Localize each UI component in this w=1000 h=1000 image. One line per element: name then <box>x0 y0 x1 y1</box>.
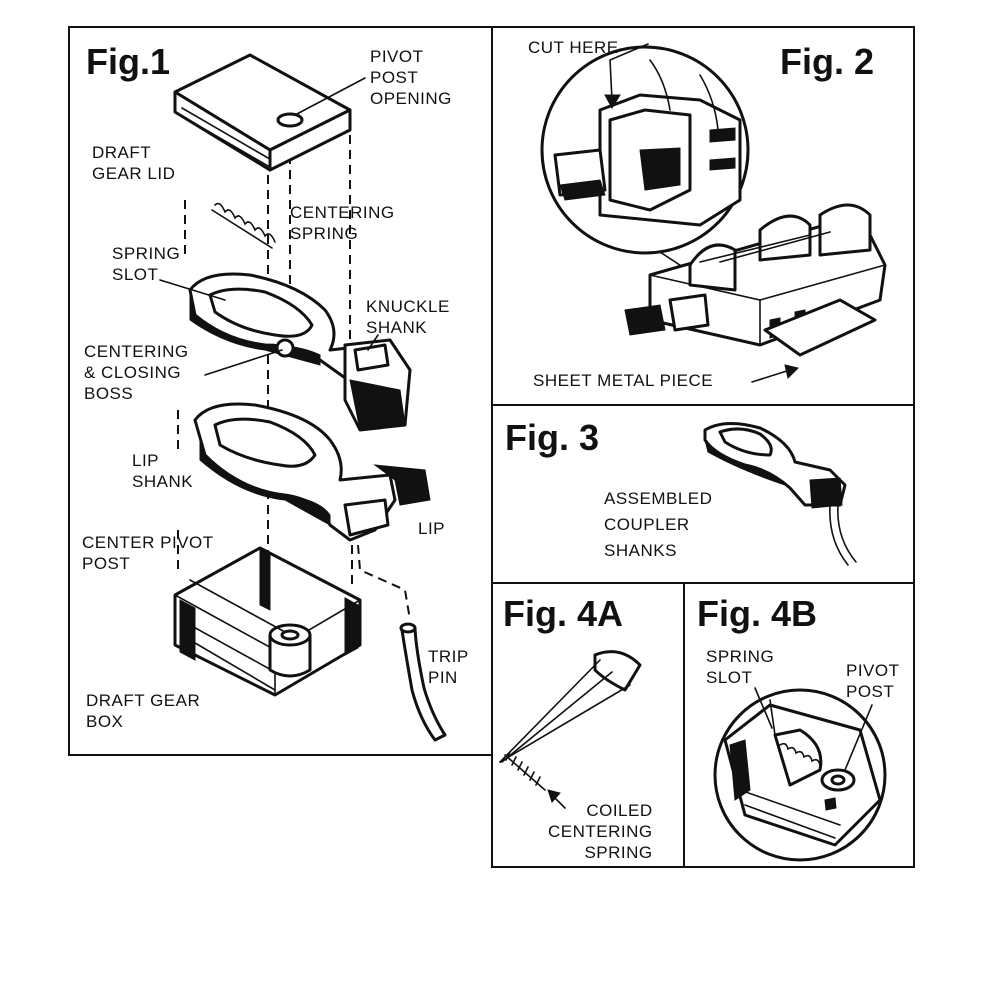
leader-spring-slot <box>159 279 226 301</box>
label-assembled-coupler-shanks: ASSEMBLED COUPLER SHANKS <box>604 489 713 560</box>
label-spring-slot-4b: SPRING SLOT <box>706 647 775 687</box>
label-trip-pin: TRIP PIN <box>428 647 469 687</box>
knuckle-shank-drawing <box>188 272 412 432</box>
label-knuckle-shank: KNUCKLE SHANK <box>366 297 450 337</box>
detail-coupler-pocket <box>553 59 742 227</box>
trip-pin-guide-line <box>357 544 411 621</box>
label-cut-here: CUT HERE <box>528 38 619 57</box>
fig4a-panel <box>491 582 685 868</box>
alignment-line-left <box>177 200 186 575</box>
fig1-title: Fig.1 <box>86 41 171 82</box>
label-coiled-centering-spring: COILED CENTERING SPRING <box>548 801 653 862</box>
label-pivot-post-4b: PIVOT POST <box>846 661 900 701</box>
trip-pin-drawing <box>399 622 447 742</box>
centering-spring-drawing <box>211 202 276 249</box>
label-draft-gear-box: DRAFT GEAR BOX <box>86 691 201 731</box>
tweezers-drawing <box>499 650 642 763</box>
fig4b-title: Fig. 4B <box>697 593 818 634</box>
leader-boss <box>204 349 283 376</box>
fig3-title: Fig. 3 <box>505 417 600 458</box>
alignment-line-right <box>349 120 353 590</box>
coiled-spring-drawing <box>504 751 546 791</box>
label-lip-shank: LIP SHANK <box>132 451 194 491</box>
leader-pivot-opening <box>294 77 366 116</box>
fig4a-title: Fig. 4A <box>503 593 624 634</box>
label-sheet-metal-piece: SHEET METAL PIECE <box>533 371 714 390</box>
fig2-title: Fig. 2 <box>780 41 875 82</box>
leader-center-pivot <box>189 579 286 633</box>
label-draft-gear-lid: DRAFT GEAR LID <box>92 143 176 183</box>
label-centering-closing-boss: CENTERING & CLOSING BOSS <box>84 342 189 403</box>
leader-knuckle-shank <box>367 334 379 351</box>
assembled-coupler-shanks-drawing <box>703 422 857 566</box>
fig4b-detail <box>723 699 882 847</box>
label-centering-spring: CENTERING SPRING <box>290 203 395 243</box>
draft-gear-lid <box>173 53 352 172</box>
label-center-pivot-post: CENTER PIVOT POST <box>82 533 214 573</box>
label-pivot-post-opening: PIVOT POST OPENING <box>370 47 452 108</box>
label-lip: LIP <box>418 519 446 538</box>
lip-shank-drawing <box>193 402 431 542</box>
sheet-metal-piece-drawing <box>763 298 877 357</box>
label-spring-slot: SPRING SLOT <box>112 244 181 284</box>
